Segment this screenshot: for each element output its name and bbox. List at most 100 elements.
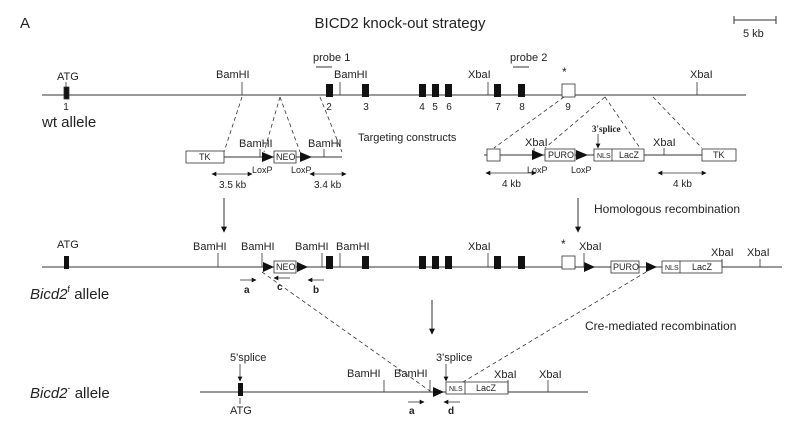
exon (494, 256, 501, 269)
exon-label: 9 (565, 102, 571, 113)
targeting-constructs-label: Targeting constructs (358, 132, 457, 144)
allele-gene-name: Bicd2 (30, 385, 68, 402)
allele-superscript: f (68, 284, 71, 294)
primer-a-label: a (409, 406, 415, 417)
tk-label: TK (199, 152, 211, 162)
exon-5 (432, 84, 439, 97)
exon-label: 4 (419, 102, 425, 113)
left-targeting-construct: TK NEO BamHI BamHI LoxP LoxP 3.5 kb 3.4 … (185, 138, 347, 191)
probe-2-label: probe 2 (510, 52, 547, 64)
exon (445, 256, 452, 269)
atg-label: ATG (57, 71, 79, 83)
xbai-site: XbaI (711, 247, 734, 259)
bamhi-site: BamHI (295, 241, 329, 253)
exon-label: 7 (495, 102, 501, 113)
puro-cassette (610, 260, 640, 274)
nls-label: NLS (449, 386, 463, 393)
primer-c-label: c (277, 282, 283, 293)
splice3-label: 3'splice (436, 352, 472, 364)
exon (518, 256, 525, 269)
allele-superscript: - (68, 383, 71, 393)
loxp-label: LoxP (527, 165, 548, 175)
exon-label: 6 (446, 102, 452, 113)
bamhi-site: BamHI (239, 138, 273, 150)
bamhi-site: BamHI (308, 138, 342, 150)
size-label: 4 kb (673, 179, 692, 190)
neo-label: NEO (276, 152, 296, 162)
exon-9-star: * (561, 237, 566, 251)
lacz-label: LacZ (692, 262, 713, 272)
exon-1 (238, 383, 243, 396)
allele-suffix: allele (70, 286, 109, 303)
loxp-site (646, 262, 657, 272)
size-label: 3.5 kb (219, 180, 247, 191)
floxed-allele-label: Bicd2f allele (30, 284, 109, 303)
loxp-label: LoxP (291, 165, 312, 175)
loxp-site (297, 262, 308, 272)
nls-label: NLS (597, 153, 611, 160)
xbai-site: XbaI (690, 69, 713, 81)
exon (326, 256, 333, 269)
bamhi-site: BamHI (334, 69, 368, 81)
exon-3 (362, 84, 369, 97)
exon-label: 3 (363, 102, 369, 113)
cre-recombination-label: Cre-mediated recombination (585, 319, 736, 333)
exon-6 (445, 84, 452, 97)
xbai-site: XbaI (579, 241, 602, 253)
xbai-site: XbaI (747, 247, 770, 259)
neo-cassette (273, 260, 297, 274)
knockout-allele: 5'splice ATG BamHI BamHI 3'splice NLS La… (30, 352, 588, 417)
exon (432, 256, 439, 269)
scale-bar-label: 5 kb (743, 28, 764, 40)
tk-label: TK (713, 150, 725, 160)
xbai-site: XbaI (468, 69, 491, 81)
lacz-label: LacZ (619, 150, 640, 160)
exon-1 (63, 86, 70, 100)
loxp-label: LoxP (252, 165, 273, 175)
size-label: 3.4 kb (314, 180, 342, 191)
neo-cassette (273, 150, 297, 164)
xbai-site: XbaI (525, 137, 548, 149)
loxp-site (584, 262, 595, 272)
loxp-site (576, 150, 588, 160)
exon-label: 5 (432, 102, 438, 113)
atg-label: ATG (230, 405, 252, 417)
atg-label: ATG (57, 239, 79, 251)
exon-4 (419, 84, 426, 97)
puro-label: PURO (548, 150, 574, 160)
tk-cassette-right (701, 148, 737, 162)
loxp-site (262, 152, 274, 162)
tk-cassette-left (185, 150, 225, 164)
homology-lines-top (223, 96, 703, 153)
exon (419, 256, 426, 269)
bamhi-site: BamHI (336, 241, 370, 253)
nls-label: NLS (665, 265, 679, 272)
panel-label: A (20, 15, 30, 32)
exon-9-star: * (562, 65, 567, 79)
size-label: 4 kb (502, 179, 521, 190)
floxed-allele: ATG BamHI BamHI NEO BamHI BamHI XbaI * X… (30, 237, 782, 303)
allele-suffix: allele (71, 385, 110, 402)
exon-label: 2 (326, 102, 332, 113)
xbai-site: XbaI (494, 369, 517, 381)
puro-cassette (544, 148, 576, 162)
bamhi-site: BamHI (347, 368, 381, 380)
neo-label: NEO (276, 262, 296, 272)
figure-title: BICD2 knock-out strategy (315, 15, 486, 32)
scale-bar: 5 kb (733, 16, 777, 40)
wt-allele: 1 2 3 4 5 6 7 8 9 ATG BamHI BamHI XbaI X… (41, 52, 746, 131)
loxp-site (532, 150, 544, 160)
exon-9-box (561, 255, 576, 270)
knockout-allele-label: Bicd2- allele (30, 383, 110, 402)
nls-lacz-cassette (593, 148, 645, 162)
xbai-site: XbaI (653, 137, 676, 149)
bamhi-site: BamHI (394, 368, 428, 380)
cre-recombination-lines (261, 271, 647, 392)
splice5-label: 5'splice (230, 352, 266, 364)
exon-label: 8 (519, 102, 525, 113)
puro-label: PURO (613, 262, 639, 272)
loxp-site (433, 387, 444, 397)
allele-gene-name: Bicd2 (30, 286, 68, 303)
wt-allele-label: wt allele (41, 114, 96, 131)
